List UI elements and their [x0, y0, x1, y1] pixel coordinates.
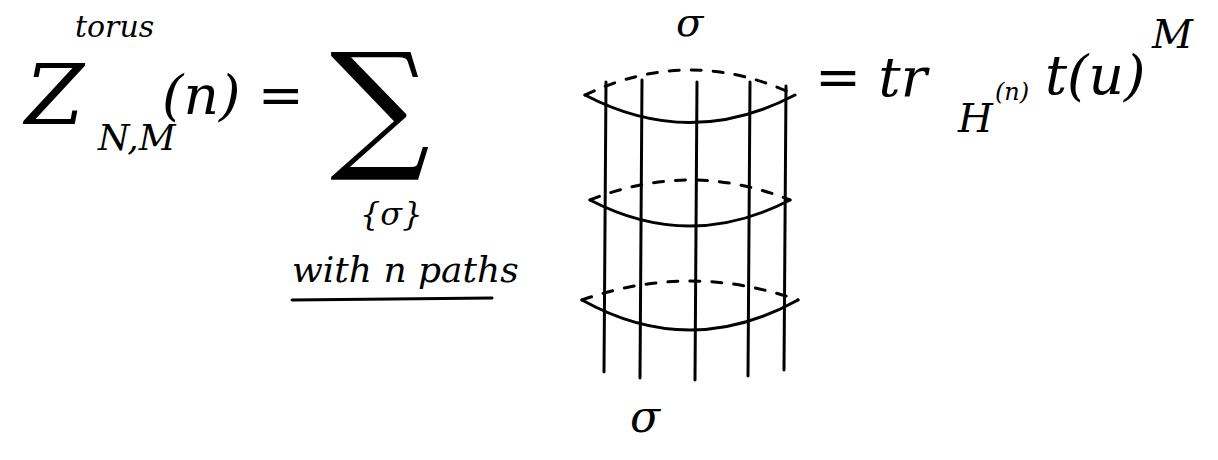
- ring-front: [585, 95, 795, 123]
- path-line: [695, 82, 697, 380]
- subscript: H: [958, 98, 993, 138]
- sum-symbol: ∑: [330, 35, 430, 175]
- boundary-label: σ: [630, 395, 660, 439]
- path-line: [748, 82, 750, 376]
- superscript: torus: [75, 12, 154, 42]
- argument: (n) =: [162, 68, 304, 123]
- boundary-label: σ: [676, 2, 703, 42]
- ring-back: [590, 180, 790, 200]
- sum-condition: with n paths: [292, 252, 519, 288]
- ring-back: [582, 281, 798, 300]
- path-line: [640, 80, 642, 378]
- path-line: [784, 86, 786, 370]
- transfer-matrix: t(u): [1045, 48, 1145, 103]
- ring-back: [585, 70, 795, 95]
- exponent: M: [1152, 14, 1193, 54]
- path-line: [604, 82, 606, 372]
- subscript: N,M: [98, 120, 176, 156]
- underline: [292, 298, 492, 300]
- ring-front: [590, 200, 790, 226]
- symbol: Z: [25, 52, 84, 137]
- ring-front: [582, 300, 798, 330]
- trace: = tr: [815, 50, 927, 105]
- subscript: (n): [995, 80, 1029, 104]
- sum-index: {σ}: [360, 198, 423, 230]
